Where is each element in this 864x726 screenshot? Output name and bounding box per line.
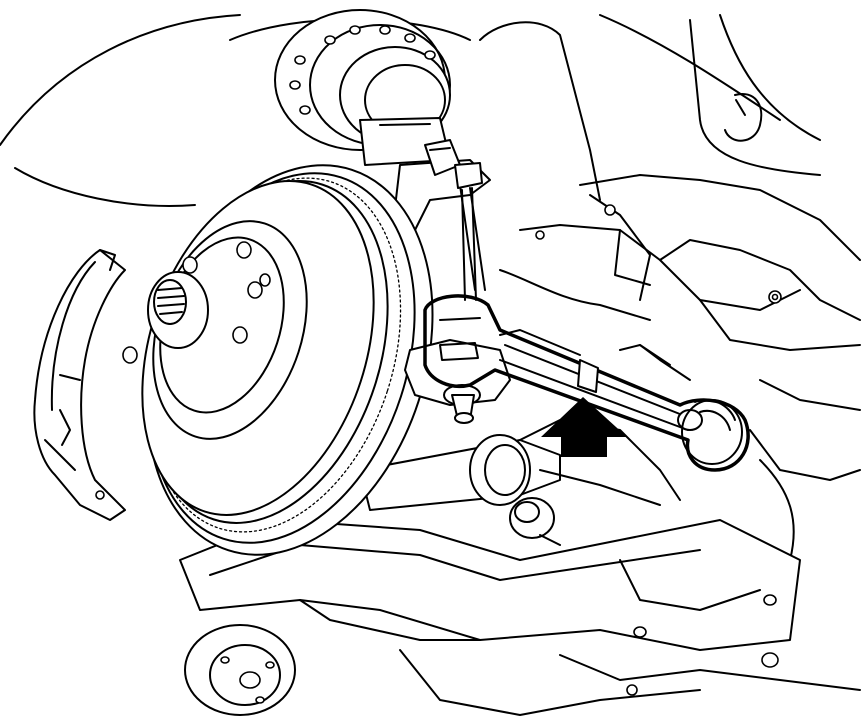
arrow-up-icon xyxy=(541,397,627,457)
background-contours xyxy=(0,14,821,207)
chassis-panels xyxy=(499,174,861,561)
brake-rotor xyxy=(122,164,434,556)
lower-control-arm xyxy=(179,519,861,716)
drive-axle xyxy=(359,419,681,546)
hub-bolt-holes xyxy=(289,25,436,115)
lower-hub xyxy=(184,624,296,716)
rotor-lug-holes xyxy=(122,241,271,364)
dust-shield xyxy=(33,249,126,521)
stabilizer-link xyxy=(454,162,483,301)
highlighted-tie-rod xyxy=(423,294,750,472)
tie-rod-end xyxy=(404,339,511,424)
upper-hub-assembly xyxy=(274,9,451,166)
wheel-stud xyxy=(147,271,209,349)
